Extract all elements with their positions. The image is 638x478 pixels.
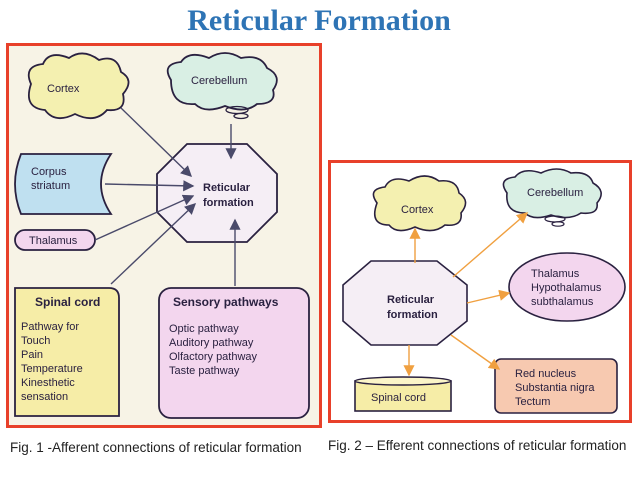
corpus-striatum-shape: Corpus striatum xyxy=(14,153,113,215)
thalamus-label: Thalamus xyxy=(531,268,580,280)
cortex-label: Cortex xyxy=(401,204,434,216)
figure-afferent-connections: Cortex Cerebellum Corpus striatum Thalam… xyxy=(6,43,322,428)
cerebellum-cloud: Cerebellum xyxy=(166,52,278,120)
afferent-diagram: Cortex Cerebellum Corpus striatum Thalam… xyxy=(14,52,310,419)
arrow-cortex-to-rf xyxy=(120,107,193,177)
spinal-cord-heading: Spinal cord xyxy=(35,295,100,309)
subthalamus-label: subthalamus xyxy=(531,296,594,308)
spinal-cord-cylinder: Spinal cord xyxy=(354,376,452,412)
reticular-formation-octagon: Reticular formation xyxy=(342,260,468,346)
substantia-nigra-label: Substantia nigra xyxy=(515,382,595,394)
efferent-diagram: Cortex Cerebellum Reticular formation Th… xyxy=(342,168,626,414)
figure-efferent-connections: Cortex Cerebellum Reticular formation Th… xyxy=(328,160,632,423)
efferent-arrows xyxy=(403,212,529,377)
spinal-cord-item: Touch xyxy=(21,335,50,347)
cortex-label: Cortex xyxy=(47,83,80,95)
spinal-cord-item: sensation xyxy=(21,391,68,403)
sensory-pathway-item: Taste pathway xyxy=(169,365,240,377)
arrow-rf-to-thalamus xyxy=(466,289,511,304)
tectum-label: Tectum xyxy=(515,396,550,408)
arrow-spinal-to-rf xyxy=(110,203,197,285)
reticular-formation-label-line2: formation xyxy=(387,309,438,321)
sensory-pathways-box: Sensory pathways Optic pathway Auditory … xyxy=(158,287,310,419)
reticular-formation-octagon: Reticular formation xyxy=(156,143,278,243)
cerebellum-cloud: Cerebellum xyxy=(502,168,602,227)
arrow-thalamus-to-rf xyxy=(94,194,195,241)
red-nucleus-label: Red nucleus xyxy=(515,368,577,380)
figure-2-caption: Fig. 2 – Efferent connections of reticul… xyxy=(328,438,627,453)
page-title: Reticular Formation xyxy=(187,4,451,37)
arrow-rf-to-cerebellum xyxy=(452,212,529,278)
spinal-cord-item: Pain xyxy=(21,349,43,361)
corpus-striatum-label-line2: striatum xyxy=(31,180,70,192)
sensory-pathway-item: Olfactory pathway xyxy=(169,351,258,363)
cortex-cloud: Cortex xyxy=(372,175,467,232)
afferent-arrows xyxy=(94,107,241,286)
sensory-pathway-item: Auditory pathway xyxy=(169,337,254,349)
cerebellum-label: Cerebellum xyxy=(191,75,247,87)
hypothalamus-label: Hypothalamus xyxy=(531,282,602,294)
thalamus-shape: Thalamus xyxy=(14,229,96,251)
spinal-cord-box: Spinal cord Pathway for Touch Pain Tempe… xyxy=(14,287,120,417)
spinal-cord-item: Pathway for xyxy=(21,321,79,333)
corpus-striatum-label-line1: Corpus xyxy=(31,166,67,178)
thalamus-ellipse: Thalamus Hypothalamus subthalamus xyxy=(508,252,626,322)
arrow-striatum-to-rf xyxy=(104,180,195,192)
spinal-cord-item: Kinesthetic xyxy=(21,377,75,389)
midbrain-nuclei-box: Red nucleus Substantia nigra Tectum xyxy=(494,358,618,414)
reticular-formation-label-line1: Reticular xyxy=(387,294,435,306)
sensory-pathway-item: Optic pathway xyxy=(169,323,239,335)
arrow-rf-to-red-nucleus xyxy=(450,334,501,370)
cortex-cloud: Cortex xyxy=(27,52,130,120)
spinal-cord-item: Temperature xyxy=(21,363,83,375)
figure-1-caption: Fig. 1 -Afferent connections of reticula… xyxy=(10,440,302,455)
sensory-pathways-heading: Sensory pathways xyxy=(173,295,279,309)
spinal-cord-label: Spinal cord xyxy=(371,392,426,404)
reticular-formation-label-line2: formation xyxy=(203,197,254,209)
reticular-formation-label-line1: Reticular xyxy=(203,182,251,194)
cerebellum-label: Cerebellum xyxy=(527,187,583,199)
thalamus-label: Thalamus xyxy=(29,235,78,247)
